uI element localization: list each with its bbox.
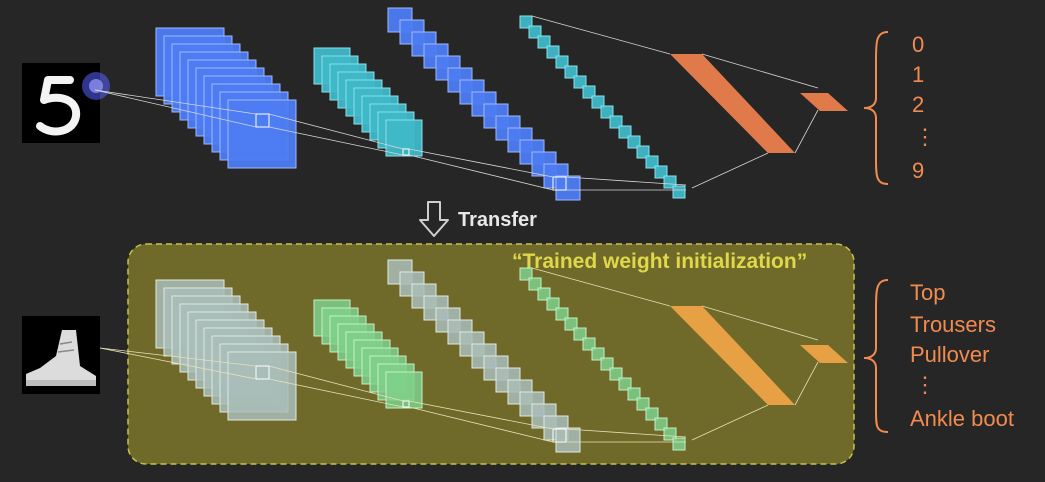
receptive-field (255, 113, 270, 128)
feature-map (636, 145, 650, 159)
dense-layer-2 (800, 93, 848, 111)
feature-map (564, 317, 578, 331)
feature-map (627, 387, 641, 401)
output-label: Top (910, 280, 945, 305)
feature-map (600, 105, 614, 119)
output-brace (863, 279, 889, 433)
feature-map (636, 397, 650, 411)
feature-map (528, 277, 542, 291)
output-label: 2 (912, 92, 924, 117)
connection-lines (94, 15, 819, 191)
digit-five-image (22, 63, 110, 143)
feature-map (227, 99, 297, 169)
feature-map (546, 297, 560, 311)
receptive-field (402, 400, 410, 408)
feature-map (600, 357, 614, 371)
feature-map (528, 25, 542, 39)
output-label: 0 (912, 32, 924, 57)
feature-map (645, 407, 659, 421)
receptive-field (402, 148, 410, 156)
receptive-field (255, 365, 270, 380)
box-label: “Trained weight initialization” (512, 250, 807, 273)
feature-map (627, 135, 641, 149)
feature-map (663, 427, 677, 441)
feature-map (537, 35, 551, 49)
bottom-network: “Trained weight initialization” (22, 243, 1014, 465)
output-label: Pullover (910, 342, 989, 367)
feature-map (555, 175, 581, 201)
feature-map (654, 417, 668, 431)
feature-map (537, 287, 551, 301)
top-network: 0 1 2 ⋮ 9 (22, 7, 936, 201)
feature-map (654, 165, 668, 179)
receptive-field (552, 428, 567, 443)
transfer-label: Transfer (458, 209, 537, 231)
conv-stack-4 (519, 267, 686, 451)
down-arrow-icon (419, 201, 449, 237)
feature-map (618, 377, 632, 391)
feature-map (555, 55, 569, 69)
feature-map (555, 427, 581, 453)
output-label: Trousers (910, 312, 996, 337)
conv-stack-1 (155, 27, 297, 169)
feature-map (591, 95, 605, 109)
feature-map (582, 85, 596, 99)
output-brace (863, 31, 889, 185)
conv-stack-3 (387, 259, 581, 453)
receptive-field (552, 176, 567, 191)
feature-map (609, 367, 623, 381)
dense-layer-1 (670, 306, 795, 405)
feature-map (564, 65, 578, 79)
output-label: ⋮ (914, 124, 936, 149)
output-label: Ankle boot (910, 406, 1014, 431)
output-labels: 0 1 2 ⋮ 9 (912, 32, 936, 183)
feature-map (582, 337, 596, 351)
dense-layer-1 (670, 54, 795, 153)
output-labels: Top Trousers Pullover ⋮ Ankle boot (910, 280, 1014, 431)
output-label: 1 (912, 62, 924, 87)
feature-map (555, 307, 569, 321)
transfer-indicator: Transfer (419, 201, 537, 237)
feature-map (645, 155, 659, 169)
conv-stack-1 (155, 279, 297, 421)
conv-stack-4 (519, 15, 686, 199)
feature-map (573, 75, 587, 89)
feature-map (609, 115, 623, 129)
feature-map (573, 327, 587, 341)
feature-map (618, 125, 632, 139)
connection-lines (99, 267, 819, 443)
output-label: ⋮ (914, 372, 936, 397)
output-label: 9 (912, 158, 924, 183)
feature-map (663, 175, 677, 189)
feature-map (672, 185, 686, 199)
ankle-boot-image (22, 316, 100, 394)
feature-map (519, 15, 533, 29)
feature-map (591, 347, 605, 361)
conv-stack-2 (313, 47, 423, 157)
feature-map (546, 45, 560, 59)
feature-map (227, 351, 297, 421)
dense-layer-2 (800, 345, 848, 363)
conv-stack-3 (387, 7, 581, 201)
feature-map (672, 437, 686, 451)
feature-map (519, 267, 533, 281)
